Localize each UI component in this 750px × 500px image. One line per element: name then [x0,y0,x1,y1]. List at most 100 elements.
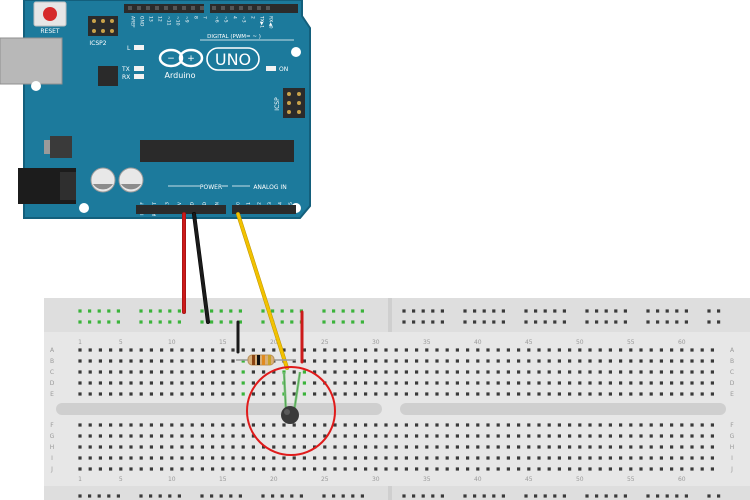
rail-hole [280,494,284,498]
breadboard-hole [119,434,123,438]
breadboard-hole [221,370,225,374]
logo-plus: + [187,54,195,64]
breadboard-hole [496,370,500,374]
digital-pin-label: ~10 [175,16,181,26]
digital-pin-label: RX◀0 [268,16,274,29]
breadboard-hole [639,456,643,460]
breadboard-hole [557,445,561,449]
breadboard-hole [486,445,490,449]
rail-hole [78,320,82,324]
breadboard-hole [241,381,245,385]
breadboard-hole [588,392,592,396]
breadboard-hole [527,392,531,396]
rail-hole [534,320,538,324]
breadboard-hole [537,434,541,438]
breadboard-hole [333,445,337,449]
breadboard-hole [221,348,225,352]
breadboard-hole [425,392,429,396]
breadboard-hole [374,381,378,385]
breadboard-hole [313,381,317,385]
breadboard-hole [211,434,215,438]
breadboard-hole [445,423,449,427]
breadboard-hole [241,348,245,352]
breadboard-hole [557,423,561,427]
breadboard-hole [506,370,510,374]
breadboard-hole [251,392,255,396]
breadboard-hole [517,434,521,438]
digital-pin-label: ~3 [241,16,247,23]
breadboard-hole [670,392,674,396]
breadboard-hole [129,359,133,363]
breadboard-hole [211,370,215,374]
breadboard-hole [88,423,92,427]
breadboard-hole [374,467,378,471]
resistor-band [268,355,271,365]
breadboard-hole [639,370,643,374]
breadboard-hole [517,445,521,449]
breadboard-hole [200,359,204,363]
breadboard-hole [323,392,327,396]
usb-port [0,37,63,85]
digital-pin-label: GND [139,16,145,27]
breadboard-hole [282,423,286,427]
breadboard-hole [598,381,602,385]
breadboard-hole [394,456,398,460]
breadboard-hole [353,467,357,471]
rail-hole [543,320,547,324]
breadboard-hole [109,445,113,449]
led-rx [134,74,144,79]
icsp-header [283,88,305,118]
mounting-hole [79,203,89,213]
breadboard-hole [323,434,327,438]
breadboard-hole [415,370,419,374]
rail-hole [665,320,669,324]
breadboard-hole [486,348,490,352]
breadboard-hole [343,456,347,460]
breadboard-hole [272,381,276,385]
breadboard-hole [557,359,561,363]
breadboard-hole [272,348,276,352]
rail-hole [585,320,589,324]
breadboard-hole [394,381,398,385]
rail-hole [463,494,467,498]
breadboard-hole [578,392,582,396]
header-pin [164,6,168,10]
breadboard-hole [333,456,337,460]
rail-hole [492,309,496,313]
breadboard-hole [88,467,92,471]
breadboard-hole [700,370,704,374]
header-pin [239,6,243,10]
rail-hole [656,320,660,324]
breadboard-hole [435,423,439,427]
breadboard-hole [241,392,245,396]
breadboard-hole [272,434,276,438]
breadboard-hole [272,467,276,471]
rail-hole [553,309,557,313]
bottom-power-rail [44,486,750,500]
breadboard-hole [282,445,286,449]
breadboard-hole [455,445,459,449]
breadboard-hole [670,359,674,363]
breadboard-hole [404,348,408,352]
rail-hole [421,320,425,324]
rail-hole [402,494,406,498]
center-groove-left [56,403,382,415]
digital-pin-label: 8 [193,16,199,19]
breadboard-hole [374,434,378,438]
rail-hole [200,320,204,324]
column-number: 45 [525,339,533,346]
breadboard-hole [690,423,694,427]
rail-hole [219,494,223,498]
breadboard-hole [598,348,602,352]
breadboard-hole [262,392,266,396]
breadboard-hole [282,467,286,471]
rail-hole [482,494,486,498]
rail-hole [78,494,82,498]
breadboard-hole [445,456,449,460]
breadboard-hole [619,359,623,363]
rail-hole [717,309,721,313]
breadboard-hole [557,434,561,438]
breadboard-hole [639,392,643,396]
